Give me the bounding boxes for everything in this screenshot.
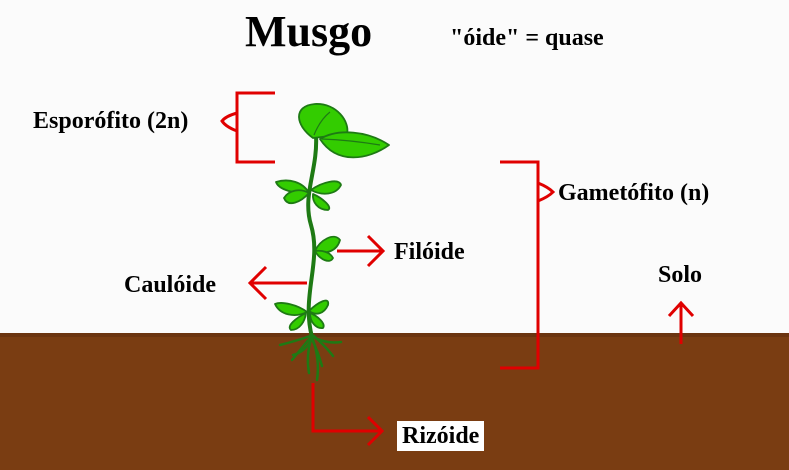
leaf-veins (313, 111, 381, 146)
gametofito-bracket (500, 160, 556, 370)
filoide-leaves (274, 103, 390, 331)
soil-texture (0, 333, 789, 337)
filoide-arrow (337, 234, 386, 268)
rizoide-arrow (311, 383, 385, 447)
label-cauloide: Caulóide (124, 272, 217, 298)
diagram-title: Musgo (245, 7, 373, 56)
label-solo: Solo (658, 262, 703, 288)
label-rizoide: Rizóide (397, 421, 485, 451)
solo-arrow (667, 300, 695, 344)
moss-plant (274, 103, 390, 382)
cauloide-arrow (247, 265, 307, 301)
label-gametofito: Gametófito (n) (558, 180, 710, 206)
rhizoids (278, 334, 343, 382)
soil-layer (0, 333, 789, 470)
diagram-subtitle: "óide" = quase (450, 25, 604, 51)
esporofito-bracket (220, 91, 275, 164)
label-esporofito: Esporófito (2n) (33, 108, 189, 134)
label-filoide: Filóide (394, 239, 465, 265)
cauloide-stem (306, 133, 319, 339)
